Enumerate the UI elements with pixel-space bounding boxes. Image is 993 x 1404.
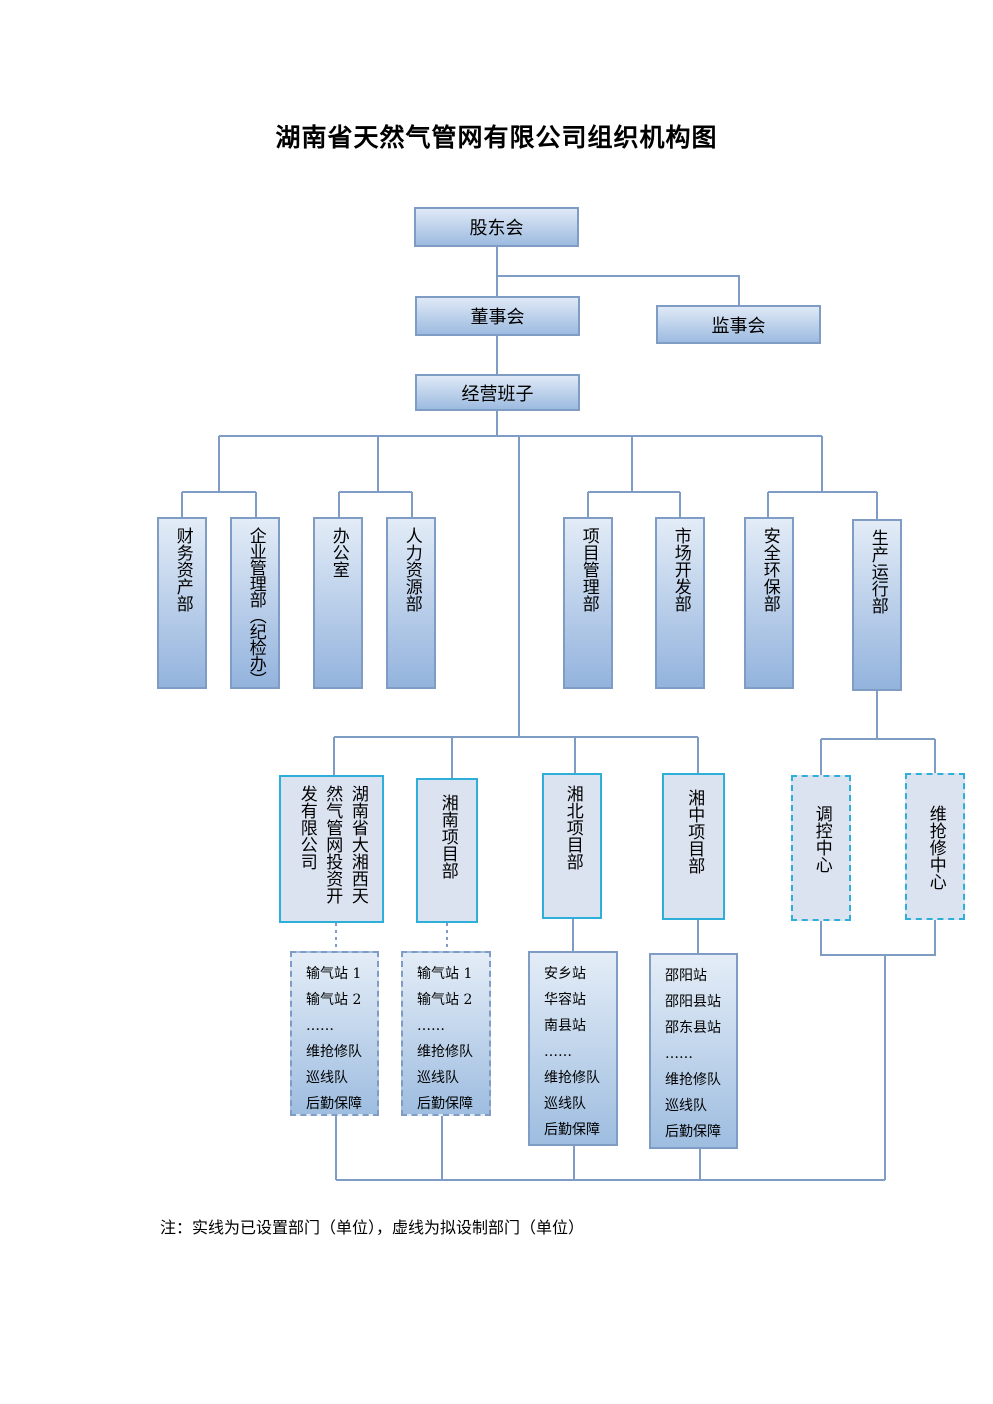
dept-market-dev: 市场开发部 [655,517,705,689]
line-centers-bottom [820,920,936,956]
substations-xiangzhong: 邵阳站 邵阳县站 邵东县站 …… 维抢修队 巡线队 后勤保障 [649,953,738,1149]
center-dispatch-label: 调控中心 [811,805,832,873]
substation-item: 巡线队 [544,1096,586,1112]
substation-item: 邵阳站 [665,968,707,984]
substations-xiangbei: 安乡站 华容站 南县站 …… 维抢修队 巡线队 后勤保障 [528,951,618,1146]
project-daxiangxi-col3: 发有限公司 [296,785,317,870]
substations-daxiangxi: 输气站 1 输气站 2 …… 维抢修队 巡线队 后勤保障 [290,951,379,1116]
dept-hr: 人力资源部 [386,517,436,689]
substation-item: 后勤保障 [417,1096,473,1112]
substation-item: 巡线队 [306,1070,348,1086]
substation-item: 维抢修队 [306,1044,362,1060]
substation-item: 南县站 [544,1018,586,1034]
substation-item: 输气站 1 [417,966,473,982]
project-daxiangxi-col1: 湖南省大湘西天 [347,785,368,904]
substation-item: 维抢修队 [665,1072,721,1088]
substation-item: 巡线队 [665,1098,707,1114]
project-xiangnan: 湘南项目部 [416,778,478,923]
center-repair: 维抢修中心 [905,773,965,920]
dept-hr-label: 人力资源部 [401,527,422,612]
dept-enterprise-mgmt: 企业管理部（纪检办） [230,517,280,689]
substation-item: 输气站 2 [417,992,473,1008]
legend-note: 注：实线为已设置部门（单位），虚线为拟设制部门（单位） [160,1218,585,1237]
line-to-supervisors [497,275,740,305]
shareholders-label: 股东会 [469,218,524,239]
substation-item: 后勤保障 [544,1122,600,1138]
substation-item: 安乡站 [544,966,586,982]
substation-item: 邵东县站 [665,1020,721,1036]
dept-enterprise-mgmt-label: 企业管理部（纪检办） [245,527,266,687]
management-label: 经营班子 [461,383,534,405]
page-title: 湖南省天然气管网有限公司组织机构图 [275,123,718,152]
substation-item: 输气站 1 [306,966,362,982]
project-xiangzhong: 湘中项目部 [662,773,725,920]
dept-production: 生产运行部 [852,519,902,691]
substation-item: 后勤保障 [306,1096,362,1112]
substation-item: 华容站 [544,992,586,1008]
substation-item: 输气站 2 [306,992,362,1008]
dept-project-mgmt: 项目管理部 [563,517,613,689]
substations-xiangnan: 输气站 1 输气站 2 …… 维抢修队 巡线队 后勤保障 [401,951,491,1116]
center-dispatch: 调控中心 [791,775,851,921]
dept-market-dev-label: 市场开发部 [670,527,691,612]
project-xiangbei-label: 湘北项目部 [562,785,583,870]
project-daxiangxi: 湖南省大湘西天 然气管网投资开 发有限公司 [279,775,384,923]
substation-item: 后勤保障 [665,1124,721,1140]
dept-office: 办公室 [313,517,363,689]
dept-finance-label: 财务资产部 [172,527,193,612]
project-xiangnan-label: 湘南项目部 [437,794,458,879]
dept-office-label: 办公室 [328,527,349,578]
substation-item: …… [544,1044,572,1060]
substation-item: 巡线队 [417,1070,459,1086]
dept-safety-env: 安全环保部 [744,517,794,689]
project-daxiangxi-col2: 然气管网投资开 [322,785,343,904]
board-box: 董事会 [415,296,580,336]
substation-item: …… [417,1018,445,1034]
dept-safety-env-label: 安全环保部 [759,527,780,612]
supervisors-label: 监事会 [711,315,766,337]
substation-item: 维抢修队 [544,1070,600,1086]
project-xiangzhong-label: 湘中项目部 [684,789,705,874]
dept-project-mgmt-label: 项目管理部 [578,527,599,612]
project-daxiangxi-label: 湖南省大湘西天 然气管网投资开 发有限公司 [296,785,368,921]
dept-production-label: 生产运行部 [867,529,888,614]
center-repair-label: 维抢修中心 [925,805,946,890]
supervisors-box: 监事会 [656,305,821,344]
dept-finance: 财务资产部 [157,517,207,689]
substation-item: 邵阳县站 [665,994,721,1010]
shareholders-box: 股东会 [414,207,579,247]
project-xiangbei: 湘北项目部 [542,773,602,919]
management-box: 经营班子 [415,374,580,411]
substation-item: …… [665,1046,693,1062]
substation-item: …… [306,1018,334,1034]
substation-item: 维抢修队 [417,1044,473,1060]
board-label: 董事会 [470,307,525,328]
